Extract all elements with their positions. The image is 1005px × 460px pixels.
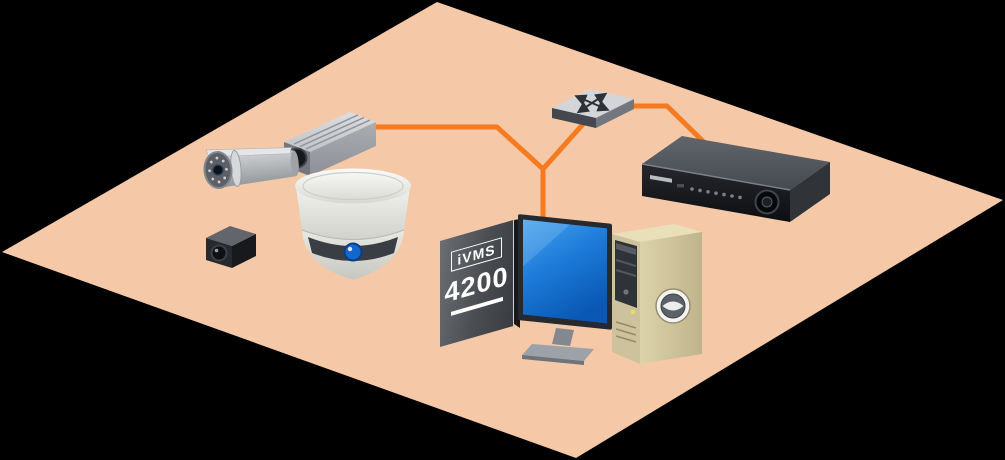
monitor-screen xyxy=(523,219,607,324)
monitor-stand-neck xyxy=(552,328,574,346)
bullet-camera-icon xyxy=(203,147,299,189)
monitor-stand-base xyxy=(522,344,594,361)
nvr-icon xyxy=(641,136,830,222)
switch-arrows-symbol xyxy=(574,92,610,114)
network-switch-icon xyxy=(552,89,634,128)
bullet-camera-lens xyxy=(212,164,224,176)
cube-camera-icon xyxy=(206,226,256,268)
monitor-icon xyxy=(514,214,612,365)
tower-power-led xyxy=(631,310,635,314)
tower-logo xyxy=(655,288,691,324)
nvr-logo xyxy=(650,175,672,183)
tower-power-button xyxy=(623,289,629,295)
connection-switch-to-nvr xyxy=(624,103,718,156)
cube-camera-lens xyxy=(210,244,228,262)
connection-junction-to-switch xyxy=(541,121,586,171)
dome-camera-lens xyxy=(343,242,363,262)
ptz-dome-camera-icon xyxy=(295,168,411,280)
connection-camera-to-pc xyxy=(350,124,546,230)
ivms-badge: iVMS 4200 xyxy=(440,220,513,347)
computer-tower-icon xyxy=(612,224,702,364)
